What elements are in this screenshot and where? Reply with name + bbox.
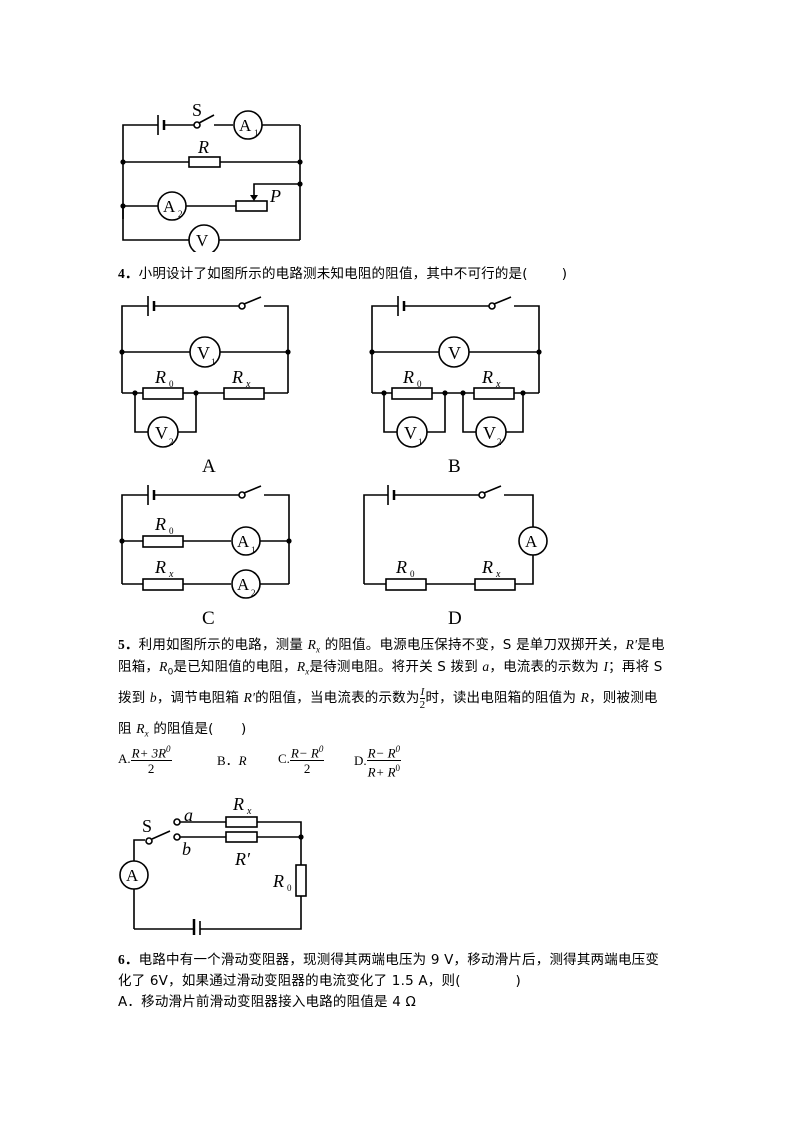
svg-text:R: R (154, 367, 166, 387)
svg-text:2: 2 (178, 209, 183, 219)
question-4-stem: 4．小明设计了如图所示的电路测未知电阻的阻值，其中不可行的是() (118, 266, 568, 282)
svg-text:1: 1 (254, 128, 259, 138)
circuit-diagram-b: V R 0 R x V 1 V 2 B (369, 296, 542, 477)
svg-text:a: a (184, 805, 193, 825)
svg-text:R: R (272, 871, 284, 891)
option-c-caption: C (202, 608, 215, 629)
svg-text:P: P (269, 186, 281, 206)
svg-text:A: A (237, 532, 250, 551)
svg-text:A: A (237, 575, 250, 594)
svg-text:R: R (481, 367, 493, 387)
circuit-diagram-top: S A 1 R A 2 P V (120, 100, 303, 252)
svg-text:x: x (246, 806, 252, 817)
question-6-line-1: 6．电路中有一个滑动变阻器，现测得其两端电压为 9 V，移动滑片后，测得其两端电… (118, 952, 660, 968)
circuit-diagram-d: R 0 R x A D (363, 485, 548, 629)
svg-text:V: V (404, 423, 417, 443)
circuit-diagram-a: V 1 R 0 R x V 2 A (119, 296, 291, 477)
svg-text:R: R (232, 794, 244, 814)
question-5-line-2: 阻箱，R0是已知阻值的电阻，Rx是待测电阻。将开关 S 拨到 a，电流表的示数为… (118, 659, 663, 678)
svg-text:V: V (448, 343, 461, 363)
circuit-diagram-q5: S a b R x R′ R 0 A (119, 794, 307, 935)
svg-text:A: A (126, 866, 139, 885)
svg-text:V: V (483, 423, 496, 443)
svg-text:2: 2 (497, 437, 502, 447)
svg-text:0: 0 (287, 883, 292, 893)
svg-text:V: V (197, 343, 210, 363)
svg-text:R: R (481, 557, 493, 577)
option-a-caption: A (202, 456, 216, 477)
svg-text:0: 0 (417, 379, 422, 389)
svg-text:x: x (495, 569, 501, 580)
svg-text:1: 1 (211, 357, 216, 367)
circuit-diagram-c: R 0 R x A 1 A 2 C (119, 485, 292, 629)
svg-text:R: R (154, 514, 166, 534)
svg-text:R: R (395, 557, 407, 577)
svg-text:R: R (402, 367, 414, 387)
svg-text:S: S (142, 816, 152, 836)
svg-text:1: 1 (251, 545, 256, 555)
question-5-line-1: 5．利用如图所示的电路，测量 Rx 的阻值。电源电压保持不变，S 是单刀双掷开关… (118, 637, 665, 655)
svg-text:2: 2 (169, 437, 174, 447)
svg-text:2: 2 (251, 588, 256, 598)
svg-text:b: b (182, 839, 191, 859)
svg-text:x: x (245, 379, 251, 390)
svg-text:R: R (197, 137, 209, 157)
option-b-caption: B (448, 456, 461, 477)
question-6-option-a[interactable]: A．移动滑片前滑动变阻器接入电路的阻值是 4 Ω (118, 994, 417, 1010)
svg-text:A: A (525, 532, 538, 551)
svg-text:V: V (155, 423, 168, 443)
svg-text:R′: R′ (234, 849, 251, 869)
svg-text:x: x (495, 379, 501, 390)
option-d-caption: D (448, 608, 462, 629)
question-number: 4． (118, 266, 139, 281)
switch-label: S (192, 100, 202, 120)
svg-text:A: A (239, 116, 252, 135)
option-b[interactable]: B．R (217, 753, 247, 768)
svg-text:0: 0 (169, 526, 174, 536)
svg-text:0: 0 (410, 569, 415, 579)
svg-text:1: 1 (418, 437, 423, 447)
svg-text:0: 0 (169, 379, 174, 389)
svg-text:R: R (231, 367, 243, 387)
svg-text:R: R (154, 557, 166, 577)
svg-text:x: x (168, 569, 174, 580)
svg-text:A: A (163, 197, 176, 216)
question-5-line-4: 阻 Rx 的阻值是( ) (118, 721, 247, 739)
question-6-line-2: 化了 6V，如果通过滑动变阻器的电流变化了 1.5 A，则( ) (118, 973, 521, 989)
svg-text:V: V (196, 231, 209, 250)
